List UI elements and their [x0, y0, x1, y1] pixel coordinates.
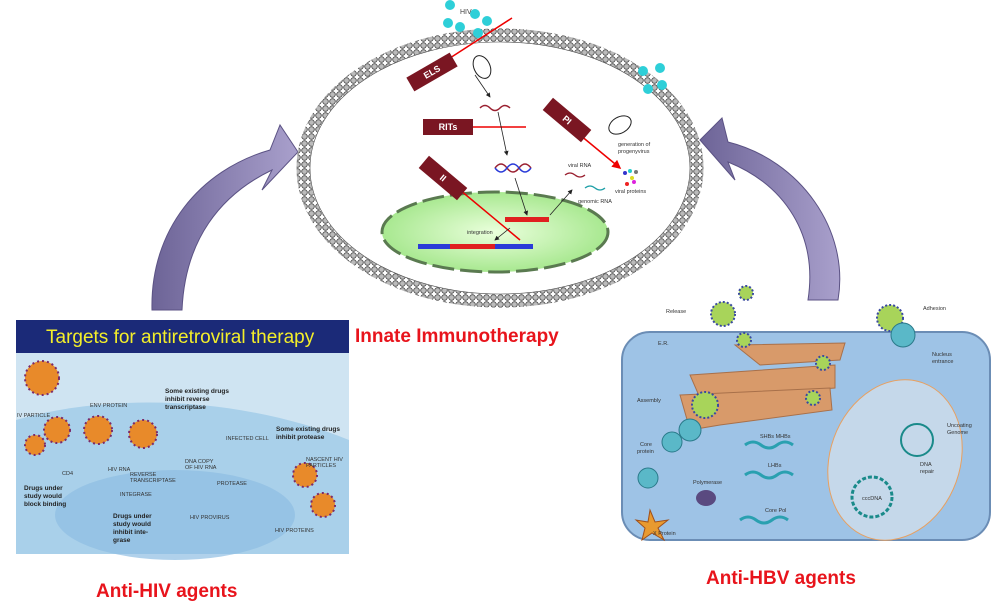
- integrated-viral-dna: [450, 244, 495, 249]
- svg-text:OF HIV RNA: OF HIV RNA: [185, 465, 217, 471]
- genome-circle: [900, 423, 934, 457]
- svg-text:II: II: [438, 173, 448, 184]
- svg-text:E.R.: E.R.: [658, 341, 669, 347]
- svg-text:Adhesion: Adhesion: [923, 306, 946, 312]
- nucleus: integration: [380, 190, 610, 274]
- svg-text:CD4: CD4: [62, 471, 73, 477]
- viral-proteins-dots: [623, 169, 638, 186]
- inhibitor-rits: RITs: [423, 119, 473, 135]
- svg-text:entrance: entrance: [932, 359, 953, 365]
- hiv-virions: [443, 0, 667, 94]
- svg-text:SHBs MHBs: SHBs MHBs: [760, 434, 791, 440]
- svg-text:Some existing drugs: Some existing drugs: [165, 388, 229, 395]
- inhibitor-pi: PI: [542, 97, 592, 143]
- svg-text:Release: Release: [666, 309, 686, 315]
- svg-text:NASCENT HIV: NASCENT HIV: [306, 457, 343, 463]
- svg-text:grase: grase: [113, 537, 131, 544]
- svg-text:DNA COPY: DNA COPY: [185, 459, 214, 465]
- replication-flow-arrows: [474, 74, 573, 241]
- viral-dna: [505, 217, 549, 222]
- anti-hbv-caption: Anti-HBV agents: [706, 568, 856, 589]
- svg-text:block binding: block binding: [24, 501, 66, 508]
- svg-text:Genome: Genome: [947, 430, 968, 436]
- inhibitor-ii: II: [418, 155, 468, 201]
- svg-text:protein: protein: [637, 449, 654, 455]
- svg-text:transcriptase: transcriptase: [165, 404, 206, 411]
- inhibitor-els: ELS: [406, 52, 458, 92]
- svg-text:cccDNA: cccDNA: [862, 496, 882, 502]
- svg-text:inhibit protease: inhibit protease: [276, 434, 325, 441]
- integration-label: integration: [467, 230, 493, 236]
- virion-entry: [472, 55, 492, 79]
- dna-double-helix: [494, 163, 532, 173]
- hiv-panel-header: [16, 320, 349, 353]
- svg-text:INTEGRASE: INTEGRASE: [120, 492, 152, 498]
- svg-text:PROTEASE: PROTEASE: [217, 481, 247, 487]
- svg-text:Some existing drugs: Some existing drugs: [276, 426, 340, 433]
- progeny-label: generation of: [618, 142, 651, 148]
- svg-text:study would: study would: [24, 493, 62, 500]
- svg-text:ENV PROTEIN: ENV PROTEIN: [90, 403, 127, 409]
- svg-text:Core Pol: Core Pol: [765, 508, 786, 514]
- progeny-virion: [608, 115, 632, 135]
- viral-rna-icon: [564, 172, 586, 178]
- svg-text:HIV PROVIRUS: HIV PROVIRUS: [190, 515, 230, 521]
- hiv-panel-title: Targets for antiretroviral therapy: [46, 327, 315, 348]
- svg-text:X Protein: X Protein: [653, 531, 676, 537]
- hiv-panel: Targets for antiretroviral therapy IV PA…: [16, 320, 349, 560]
- viral-rna-strand: [479, 104, 511, 112]
- svg-text:Drugs under: Drugs under: [24, 485, 63, 492]
- svg-text:inhibit reverse: inhibit reverse: [165, 396, 210, 403]
- svg-text:RITs: RITs: [439, 122, 458, 132]
- svg-text:Uncoating: Uncoating: [947, 423, 972, 429]
- svg-text:inhibit inte-: inhibit inte-: [113, 529, 148, 536]
- svg-text:Polymerase: Polymerase: [693, 480, 722, 486]
- pi-arrow: [579, 134, 622, 169]
- svg-text:Nucleus: Nucleus: [932, 352, 952, 358]
- svg-text:Assembly: Assembly: [637, 398, 661, 404]
- svg-text:LHBs: LHBs: [768, 463, 782, 469]
- innate-immunotherapy-title: Innate Immunotherapy: [355, 326, 559, 347]
- hiv-label: HIV: [460, 9, 472, 16]
- els-inhibition-line: [449, 17, 513, 59]
- curved-arrow-left: [151, 123, 299, 311]
- svg-text:HIV RNA: HIV RNA: [108, 467, 131, 473]
- viral-rna-label: viral RNA: [568, 163, 592, 169]
- x-protein-icon: [634, 508, 670, 542]
- svg-text:IV PARTICLE: IV PARTICLE: [17, 413, 50, 419]
- svg-text:TRANSCRIPTASE: TRANSCRIPTASE: [130, 478, 176, 484]
- viral-proteins-label: viral proteins: [615, 189, 646, 195]
- svg-text:HIV PROTEINS: HIV PROTEINS: [275, 528, 314, 534]
- svg-text:progenyvirus: progenyvirus: [618, 149, 650, 155]
- genomic-rna-icon: [584, 185, 606, 191]
- genomic-rna-label: genomic RNA: [578, 199, 612, 205]
- svg-text:Core: Core: [640, 442, 652, 448]
- svg-text:DNA: DNA: [920, 462, 932, 468]
- polymerase-icon: [696, 490, 716, 506]
- anti-hiv-caption: Anti-HIV agents: [96, 581, 237, 602]
- ii-inhibition-line: [459, 189, 521, 241]
- svg-text:REVERSE: REVERSE: [130, 472, 157, 478]
- svg-text:study would: study would: [113, 521, 151, 528]
- curved-arrow-right: [699, 117, 841, 301]
- hbv-panel: Release Adhesion E.R. Nucleus entrance A…: [621, 285, 991, 542]
- svg-text:Drugs under: Drugs under: [113, 513, 152, 520]
- cccdna-circle: [850, 475, 894, 519]
- svg-text:repair: repair: [920, 469, 934, 475]
- svg-text:PARTICLES: PARTICLES: [306, 463, 336, 469]
- svg-text:INFECTED CELL: INFECTED CELL: [226, 436, 269, 442]
- hbv-nucleus: [827, 379, 963, 541]
